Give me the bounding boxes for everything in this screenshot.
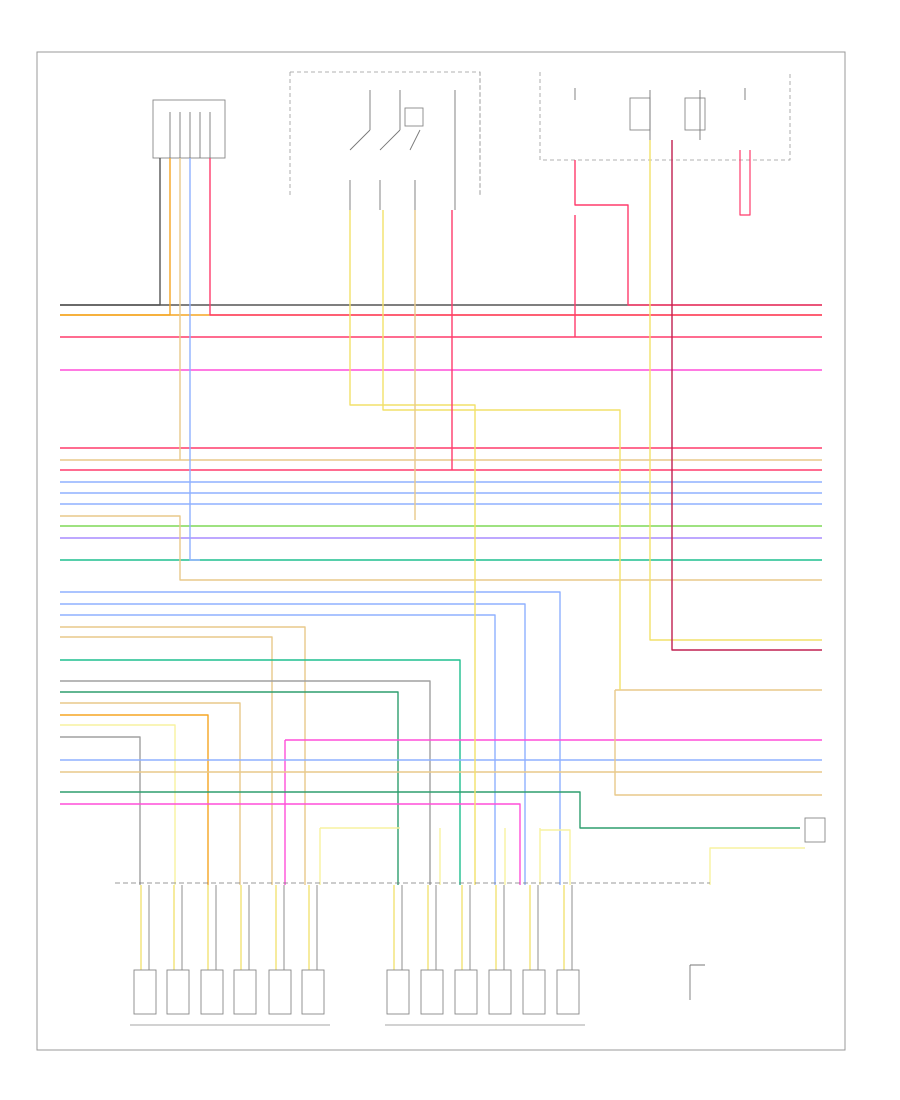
wire-teal-left (60, 659, 461, 885)
wire-pink-2 (284, 739, 822, 885)
wire-blue-left (60, 591, 561, 885)
ignition-coil-3 (454, 885, 478, 1015)
oxygen-sensor (689, 817, 826, 1000)
wire-ign-black (60, 158, 161, 306)
wire-blue-left-3 (60, 614, 496, 885)
ignition-coil-6 (556, 885, 580, 1015)
wire-ign-blue (189, 158, 200, 561)
wire-relay-yellow-1 (349, 210, 476, 885)
wire-ign-orange (60, 158, 171, 316)
wire-gray-left-2 (60, 736, 141, 885)
wire-pink-3 (60, 803, 521, 885)
wire-fp-yellow (649, 140, 822, 641)
wire-fp-red-loop (739, 150, 751, 216)
wire-tan-left-3 (60, 702, 241, 885)
wire-tan-short (60, 515, 822, 581)
fuel-pump-relay-boundary (539, 72, 791, 161)
wire-relay-yellow-2 (382, 210, 621, 690)
wire-ign-red (209, 158, 822, 316)
ignition-coil-4 (488, 885, 512, 1015)
wire-o2-signal (709, 847, 805, 885)
ignition-coil-2 (420, 885, 444, 1015)
fuel-injector-5 (268, 885, 292, 1015)
diagram-frame (36, 51, 846, 1051)
fuel-injector-1 (133, 885, 157, 1015)
wire-lt-left (60, 724, 176, 885)
wire-tan-left-2 (60, 636, 273, 885)
ignition-coil-1 (386, 885, 410, 1015)
wire-dkgreen-left (60, 691, 399, 885)
fuel-injector-6 (301, 885, 325, 1015)
wire-tan-left (60, 626, 306, 885)
wire-tan-3 (614, 689, 822, 796)
wire-fp-darkred (671, 140, 822, 651)
fuel-pump-relay (574, 88, 746, 140)
wire-gray-left (60, 680, 431, 885)
wire-coil-supply (319, 827, 571, 885)
wire-fp-red (574, 160, 822, 306)
wire-group (60, 140, 822, 885)
ignition-switch (152, 99, 226, 159)
asd-relay-boundary (289, 71, 481, 195)
fuel-injector-group (133, 885, 325, 1015)
fuel-injector-4 (233, 885, 257, 1015)
ignition-coil-5 (522, 885, 546, 1015)
coil-on-plug-group (386, 885, 580, 1015)
asd-relay (349, 90, 456, 210)
wire-blue-left-2 (60, 603, 526, 885)
wire-orange-left (60, 714, 209, 885)
fuel-injector-3 (200, 885, 224, 1015)
wire-dkgreen-2 (60, 791, 800, 829)
fuel-injector-2 (166, 885, 190, 1015)
